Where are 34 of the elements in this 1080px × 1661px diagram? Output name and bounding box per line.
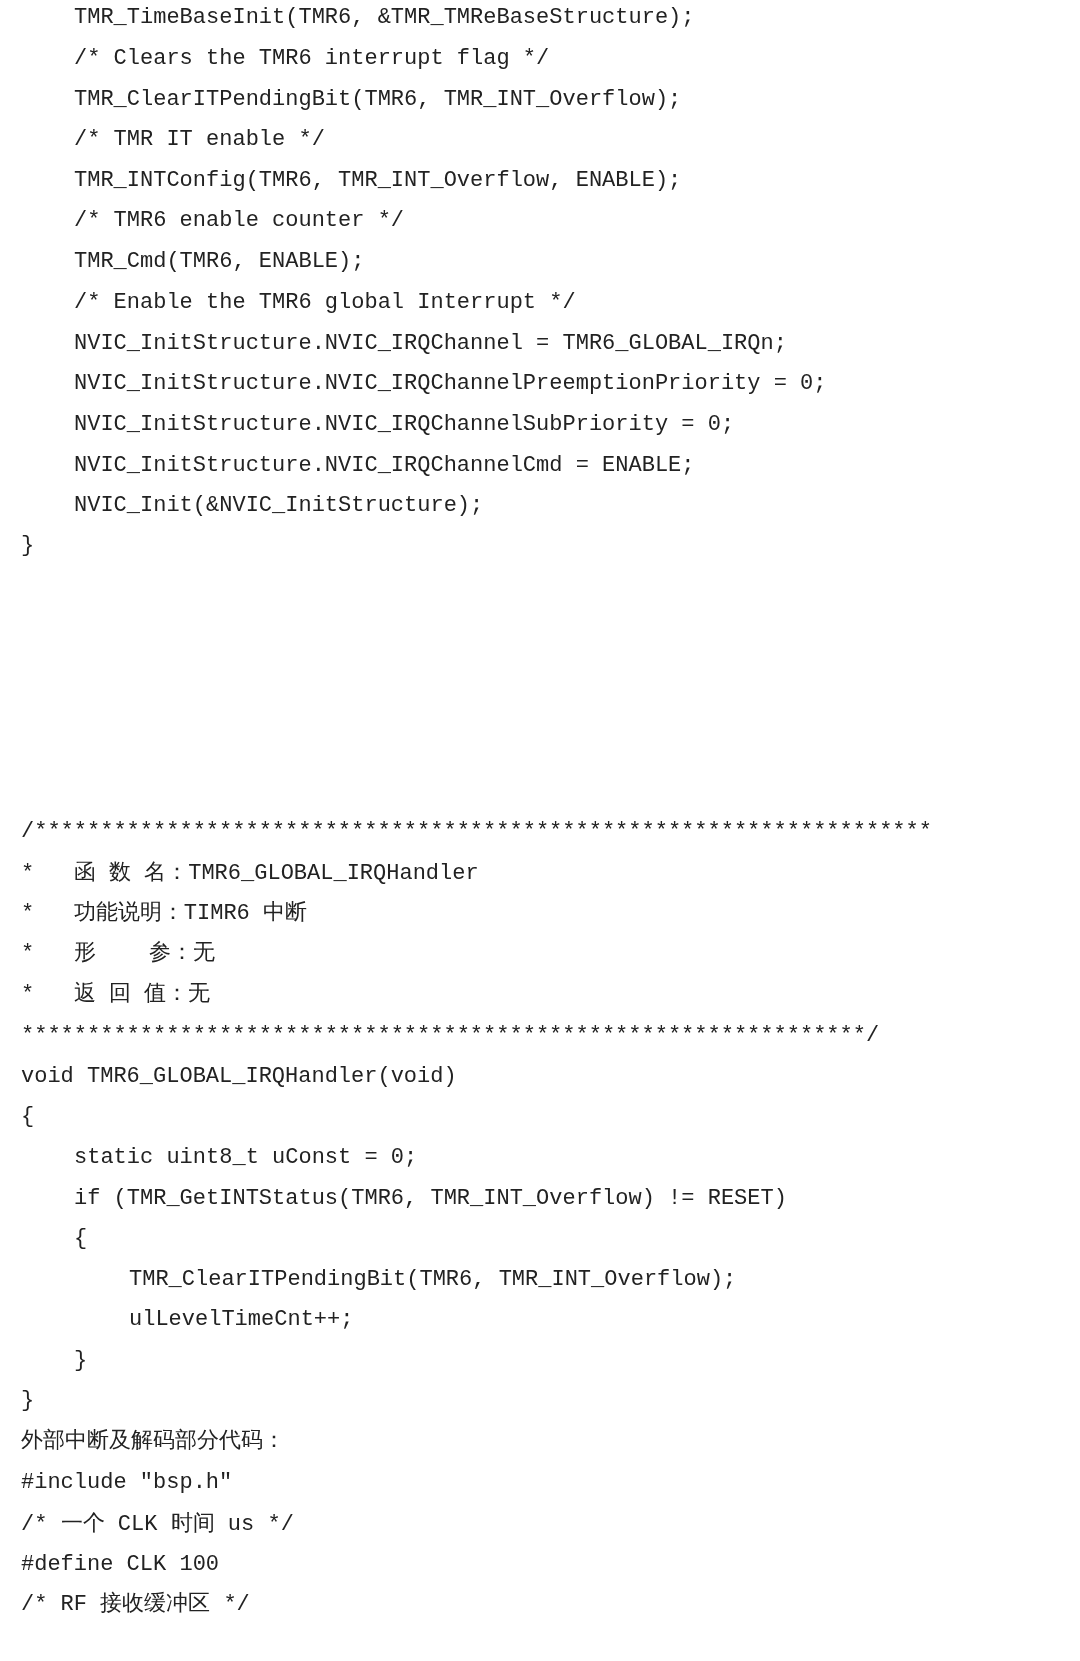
code-line: } xyxy=(21,532,35,561)
code-line: NVIC_InitStructure.NVIC_IRQChannelSubPriority = 0; xyxy=(74,410,735,439)
code-line: { xyxy=(74,1224,88,1253)
code-line: static uint8_t uConst = 0; xyxy=(74,1144,418,1173)
code-line: TMR_TimeBaseInit(TMR6, &TMR_TMReBaseStructure); xyxy=(74,4,695,32)
code-line: /* 一个 CLK 时间 us */ xyxy=(21,1510,294,1539)
code-line: NVIC_InitStructure.NVIC_IRQChannelPreemptionPriority = 0; xyxy=(74,370,827,399)
code-line: * 返 回 值：无 xyxy=(21,981,211,1010)
code-line: NVIC_InitStructure.NVIC_IRQChannelCmd = ENABLE; xyxy=(74,451,695,480)
code-line: * 形 参：无 xyxy=(21,939,215,968)
code-line: TMR_Cmd(TMR6, ENABLE); xyxy=(74,247,365,276)
code-line: #include "bsp.h" xyxy=(21,1469,233,1498)
code-line: NVIC_InitStructure.NVIC_IRQChannel = TMR6_GLOBAL_IRQn; xyxy=(74,330,787,359)
code-line: } xyxy=(74,1346,88,1375)
code-line: TMR_ClearITPendingBit(TMR6, TMR_INT_Overflow); xyxy=(74,85,682,114)
code-line: void TMR6_GLOBAL_IRQHandler(void) xyxy=(21,1062,457,1091)
code-line: * 函 数 名：TMR6_GLOBAL_IRQHandler xyxy=(21,859,479,888)
code-line: /******************************************************************** xyxy=(21,818,932,847)
code-line: TMR_INTConfig(TMR6, TMR_INT_Overflow, ENABLE); xyxy=(74,167,682,196)
code-line: ulLevelTimeCnt++; xyxy=(129,1306,354,1335)
code-line: /* Enable the TMR6 global Interrupt */ xyxy=(74,288,576,317)
code-line: /* Clears the TMR6 interrupt flag */ xyxy=(74,45,550,74)
code-line: /* TMR IT enable */ xyxy=(74,125,325,154)
code-line: NVIC_Init(&NVIC_InitStructure); xyxy=(74,492,484,521)
code-line: /* RF 接收缓冲区 */ xyxy=(21,1591,250,1620)
code-line: * 功能说明：TIMR6 中断 xyxy=(21,899,308,928)
code-line: { xyxy=(21,1103,35,1132)
code-line: if (TMR_GetINTStatus(TMR6, TMR_INT_Overflow) != RESET) xyxy=(74,1184,787,1213)
code-line: /* TMR6 enable counter */ xyxy=(74,207,405,236)
code-line: TMR_ClearITPendingBit(TMR6, TMR_INT_Overflow); xyxy=(129,1266,737,1295)
code-line: ****************************************************************/ xyxy=(21,1021,880,1050)
code-line: } xyxy=(21,1386,35,1415)
code-line: #define CLK 100 xyxy=(21,1550,220,1579)
code-line: 外部中断及解码部分代码： xyxy=(21,1428,285,1457)
